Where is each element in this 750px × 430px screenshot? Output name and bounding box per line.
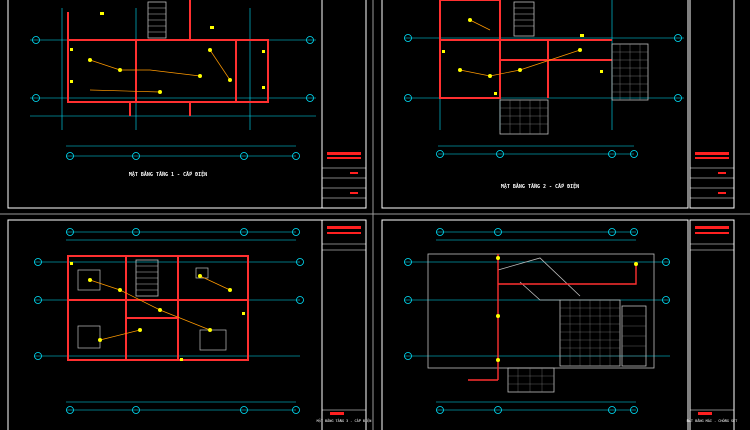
fixtures — [70, 262, 245, 361]
sheet-roof-lightning[interactable]: MẶT BẰNG MÁI - CHỐNG SÉT — [381, 219, 738, 430]
sheet-title: MẶT BẰNG MÁI - CHỐNG SÉT — [687, 418, 738, 423]
sheet-frame — [381, 0, 689, 209]
sheet-floor-1-electrical[interactable]: MẶT BẰNG TẦNG 1 - CẤP ĐIỆN — [7, 0, 367, 209]
fixtures — [442, 18, 603, 95]
lightning-conductor — [468, 254, 637, 381]
grid-lines — [404, 0, 684, 155]
grid-bubbles — [404, 34, 682, 158]
stair-treads — [148, 7, 166, 33]
sheet-frame — [7, 219, 367, 430]
grid-bubbles — [404, 228, 670, 414]
wiring — [89, 275, 231, 341]
grid-lines — [34, 231, 300, 411]
walls — [439, 0, 612, 99]
title-block-details — [322, 226, 366, 415]
fixtures — [70, 12, 265, 94]
roof-hatch — [507, 299, 647, 393]
title-block — [321, 0, 367, 209]
sheet-floor-2-electrical[interactable]: MẶT BẰNG TẦNG 2 - CẤP ĐIỆN — [381, 0, 735, 209]
sheet-floor-3-electrical[interactable]: MẶT BẰNG TẦNG 3 - CẤP ĐIỆN — [7, 219, 372, 430]
grid-bubbles — [34, 228, 304, 414]
title-block — [321, 219, 367, 430]
sheet-title: MẶT BẰNG TẦNG 2 - CẤP ĐIỆN — [501, 182, 579, 190]
walls — [67, 0, 269, 116]
title-block-details — [690, 152, 734, 199]
sheet-title: MẶT BẰNG TẦNG 3 - CẤP ĐIỆN — [317, 418, 372, 423]
walls — [67, 255, 249, 361]
title-block — [689, 0, 735, 209]
grid-bubbles — [32, 36, 314, 160]
balcony-hatch — [499, 43, 649, 135]
air-terminals — [496, 256, 638, 362]
stair-treads — [514, 7, 534, 27]
stair — [513, 1, 535, 37]
title-block-details — [322, 152, 366, 199]
title-block — [689, 219, 735, 430]
wiring — [89, 49, 231, 93]
wiring — [459, 19, 581, 77]
stair-treads — [136, 265, 158, 291]
furniture — [77, 267, 227, 351]
sheet-frame — [381, 219, 689, 430]
title-block-details — [690, 226, 734, 415]
sheet-title: MẶT BẰNG TẦNG 1 - CẤP ĐIỆN — [129, 170, 207, 178]
grid-lines — [404, 231, 670, 411]
